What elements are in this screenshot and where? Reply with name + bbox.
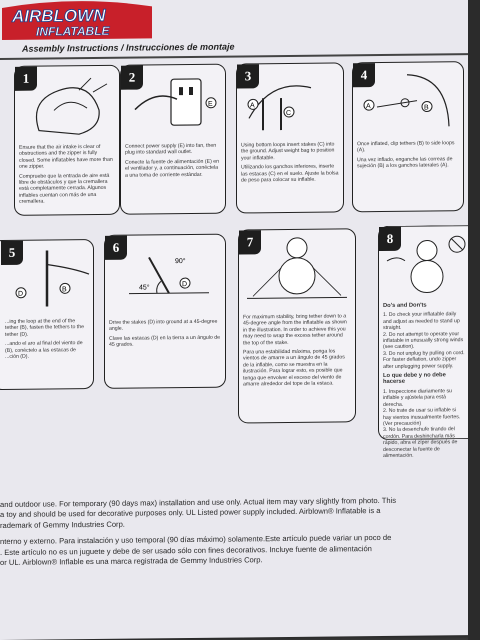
brand-name: AIRBLOWN <box>11 6 106 26</box>
step-3-text-en: Using bottom loops insert stakes (C) int… <box>241 141 335 162</box>
step-6-text-es: Clave las estacas (D) en la tierra a un … <box>109 334 221 349</box>
step-1-panel: 1 Ensure that the air intake is clear of… <box>14 64 120 216</box>
step-2-text-es: Conecte la fuente de alimentación (E) en… <box>125 158 220 179</box>
label-a: A <box>250 102 255 109</box>
dos-donts-list: Do's and Don'ts 1. Do check your inflata… <box>383 302 465 459</box>
dos-donts-illustration <box>386 235 466 294</box>
step-6-caption: Drive the stakes (D) into ground at a 45… <box>109 319 221 352</box>
step-3-caption: Using bottom loops insert stakes (C) int… <box>241 141 339 186</box>
label-45: 45° <box>139 283 150 291</box>
footer-text: and outdoor use. For temporary (90 days … <box>0 495 466 568</box>
step-2-caption: Connect power supply (E) into fan, then … <box>125 143 221 182</box>
label-e: E <box>208 101 213 108</box>
dos-item: 3. Do not unplug by pulling on cord. For… <box>383 349 465 370</box>
label-c: C <box>286 110 291 117</box>
step-1-caption: Ensure that the air intake is clear of o… <box>19 144 115 209</box>
airblown-logo: AIRBLOWN INFLATABLE <box>2 1 152 40</box>
step-2-text-en: Connect power supply (E) into fan, then … <box>125 142 217 157</box>
dos-item: 2. Do not attempt to operate your inflat… <box>383 330 464 351</box>
divider <box>0 53 468 60</box>
label-90: 90° <box>175 257 186 265</box>
section-title: Assembly Instructions / Instrucciones de… <box>22 41 235 54</box>
label-b: B <box>62 286 67 293</box>
step-7-text-es: Para una estabilidad máxima, ponga los v… <box>243 348 345 388</box>
box-edge <box>468 0 480 640</box>
step-3-text-es: Utilizando los ganchos inferiores, inser… <box>241 163 339 184</box>
dos-es-item: 2. No trate de usar su inflable si hay v… <box>383 407 461 427</box>
stake-angle-illustration: 45° 90° D <box>129 256 209 295</box>
fan-intake-illustration <box>35 77 108 135</box>
tether-loop-illustration: D B <box>15 250 90 307</box>
step-4-panel: 4 A B Once inflated, clip tethers (B) to… <box>352 61 464 213</box>
step-4-text-es: Una vez inflado, enganche las correas de… <box>357 156 453 170</box>
step-4-text-en: Once inflated, clip tethers (B) to side … <box>357 140 455 154</box>
step-5-text-en: ...ing the loop at the end of the tether… <box>5 318 85 338</box>
snowman-tether-illustration <box>247 237 347 299</box>
wall-outlet-illustration: E <box>134 78 217 126</box>
step-1-text-es: Compruebe que la entrada de aire está li… <box>19 172 110 206</box>
step-7-text-en: For maximum stability, bring tether down… <box>243 313 347 347</box>
dos-es-title: Lo que debe y no debe hacerse <box>383 372 446 386</box>
label-d: D <box>18 291 23 298</box>
stake-insert-illustration: A C <box>247 85 312 131</box>
label-d: D <box>182 281 187 288</box>
tether-clip-illustration: A B <box>363 74 450 127</box>
step-5-panel: 5 D B ...ing the loop at the end of the … <box>0 239 94 391</box>
dos-title: Do's and Don'ts <box>383 302 427 309</box>
step-5-caption: ...ing the loop at the end of the tether… <box>5 318 89 363</box>
step-7-panel: 7 For maximum stability, bring tether do… <box>238 228 356 424</box>
step-2-panel: 2 E Connect power supply (E) into fan, t… <box>120 63 226 215</box>
step-6-panel: 6 45° 90° D Drive the stakes (D) into gr… <box>104 233 226 389</box>
label-a: A <box>366 103 371 110</box>
dos-es-item: 1. Inspeccione diariamente su inflable y… <box>383 388 452 408</box>
dos-item: 1. Do check your inflatable daily and ad… <box>383 311 460 332</box>
dos-es-item: 3. No la desenchufe tirando del cordón. … <box>383 426 458 459</box>
step-4-caption: Once inflated, clip tethers (B) to side … <box>357 140 459 173</box>
step-3-panel: 3 A C Using bottom loops insert stakes (… <box>236 62 344 214</box>
label-b: B <box>424 105 429 112</box>
step-8-panel: 8 Do's and Don'ts 1. Do check your infla… <box>378 225 469 459</box>
step-6-text-en: Drive the stakes (D) into ground at a 45… <box>109 318 218 333</box>
brand-subtitle: INFLATABLE <box>36 24 111 39</box>
step-5-text-es: ...ando el aro al final del viento de (B… <box>5 340 83 360</box>
step-1-text-en: Ensure that the air intake is clear of o… <box>19 143 113 171</box>
step-7-caption: For maximum stability, bring tether down… <box>243 313 351 391</box>
instruction-sheet: AIRBLOWN INFLATABLE Assembly Instruction… <box>0 0 469 640</box>
